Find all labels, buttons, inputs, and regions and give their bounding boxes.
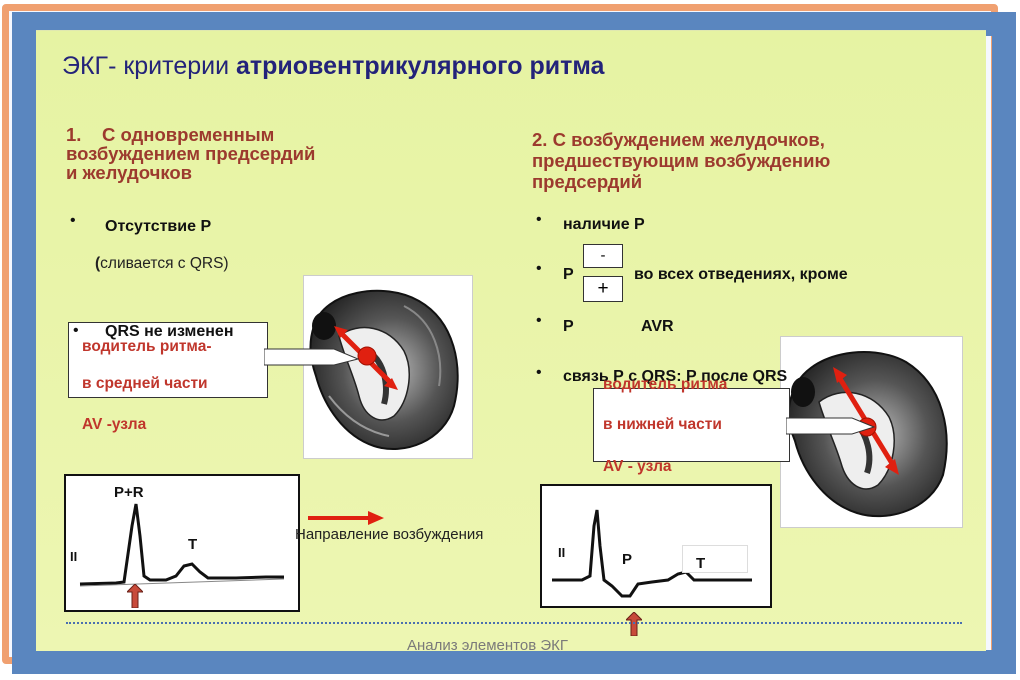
right-heading-line3: предсердий [532,171,643,192]
right-heart-image [780,336,963,528]
right-pacemaker-line3: AV - узла [603,458,672,475]
legend-label: Направление возбуждения [295,526,484,543]
left-heading-line2: возбуждением предсердий [66,143,316,164]
left-heading-line1: С одновременным [102,124,275,145]
left-ecg-peak-label: P+R [114,484,144,501]
bullet-dot: • [536,260,542,277]
right-bullet-p-letter: Р [563,266,574,283]
left-heading-num: 1. [66,124,82,145]
bullet-dot: • [536,364,542,381]
title-bold: атриовентрикулярного ритма [236,52,605,80]
bullet-dot: • [536,312,542,329]
left-heading-line3: и желудочков [66,162,193,183]
bullet-dot: • [70,212,76,229]
plus-sign-box: + [583,276,623,302]
left-bullet-qrs: QRS не изменен [105,323,234,340]
heart-drawing-icon [309,289,459,451]
slide-footer: Анализ элементов ЭКГ [407,637,568,654]
heart-drawing-icon [787,351,948,518]
left-pacemaker-line1: водитель ритма- [82,338,212,355]
bullet-dot: • [73,322,79,339]
minus-sign-box: - [583,244,623,268]
right-pacemaker-line1: водитель ритма [603,376,728,393]
minus-sign: - [600,247,606,264]
right-heading: 2. С возбуждением желудочков, предшеству… [532,127,830,195]
right-heading-line1: 2. С возбуждением желудочков, [532,129,825,150]
left-note-text: сливается с QRS) [100,255,229,272]
right-pacemaker-box [593,388,790,462]
right-ecg-t-label: T [696,555,706,572]
left-pacemaker-box [68,322,268,398]
left-ecg-lead: II [70,549,78,564]
right-bullet3-p: Р [563,318,574,335]
left-note: (сливается с QRS) [95,255,229,273]
excitation-direction-arrow-icon [308,511,384,525]
right-pacemaker-line2: в нижней части [603,416,722,433]
right-bullet3-avr: AVR [641,318,674,335]
left-pacemaker-line3: AV -узла [82,416,147,433]
left-ecg-panel [64,474,300,612]
plus-sign: + [597,278,609,299]
left-bullet-absent-p: Отсутствие Р [105,218,212,235]
right-ecg-label-bg [682,545,748,573]
left-ecg-t-label: T [188,536,198,553]
left-heart-image [303,275,473,459]
right-heading-line2: предшествующим возбуждению [532,150,831,171]
right-ecg-trace [552,509,752,598]
left-heading: 1. С одновременным возбуждением предсерд… [66,125,315,182]
right-marker-arrow-icon [626,612,642,636]
title-prefix: ЭКГ- критерии [62,52,236,80]
slide-title: ЭКГ- критерии атриовентрикулярного ритма [62,52,604,81]
left-marker-arrow-icon [127,584,143,608]
bullet-dot: • [536,211,542,228]
right-bullet-p-present: наличие Р [563,216,645,233]
right-callout-pointer [786,417,876,435]
right-bullet-p-after-qrs: связь Р с QRS: Р после QRS [563,368,788,385]
left-pacemaker-line2: в средней части [82,375,208,392]
right-ecg-p-label: P [622,551,633,568]
left-ecg-trace [79,503,285,587]
footer-divider [66,622,962,624]
right-ecg-lead: II [558,545,566,560]
right-bullet-all-leads: во всех отведениях, кроме [634,266,848,283]
left-note-paren: ( [95,255,101,272]
left-callout-pointer [264,348,360,366]
